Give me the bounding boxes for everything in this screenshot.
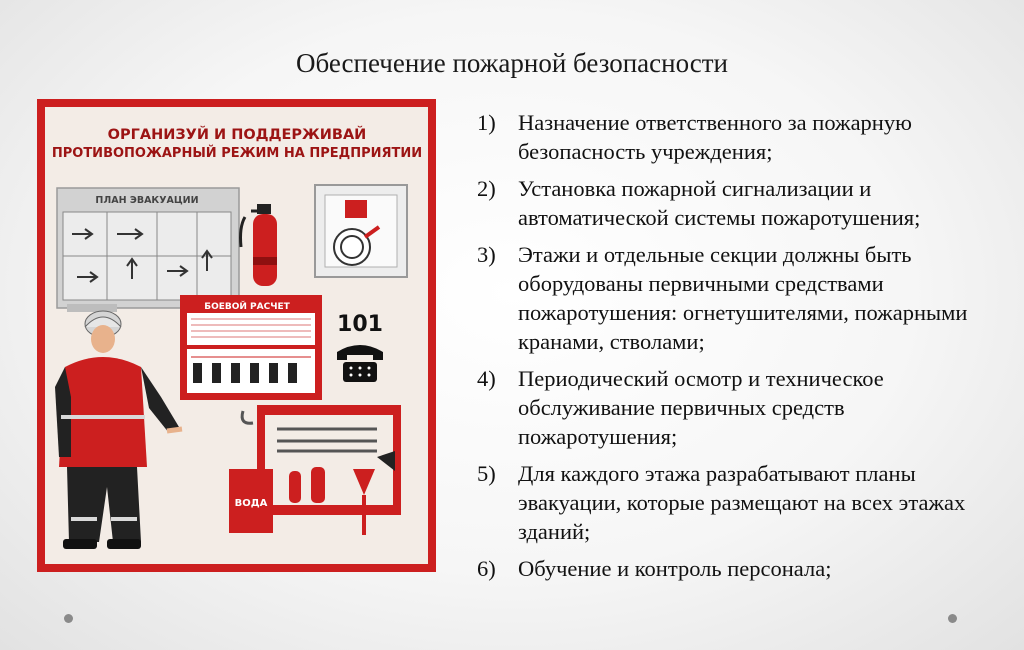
list-item-text: Периодический осмотр и техническое обслу…: [518, 366, 884, 449]
fire-safety-poster: ОРГАНИЗУЙ И ПОДДЕРЖИВАЙ ПРОТИВОПОЖАРНЫЙ …: [37, 99, 436, 572]
list-item: 1) Назначение ответственного за пожарную …: [477, 108, 997, 166]
fireman-illustration: [55, 310, 183, 549]
list-item: 4) Периодический осмотр и техническое обс…: [477, 364, 997, 451]
boevoy-raschet-board: БОЕВОЙ РАСЧЕТ: [180, 295, 322, 400]
water-box-illustration: ВОДА: [229, 469, 273, 533]
list-item-number: 1): [477, 110, 496, 135]
slide-title: Обеспечение пожарной безопасности: [295, 48, 728, 78]
list-item-text: Этажи и отдельные секции должны быть обо…: [518, 242, 968, 354]
list-item-text: Назначение ответственного за пожарную бе…: [518, 110, 912, 164]
list-item-number: 3): [477, 242, 496, 267]
emergency-number: 101: [337, 312, 383, 337]
list-item-text: Установка пожарной сигнализации и автома…: [518, 176, 921, 230]
list-item: 2) Установка пожарной сигнализации и авто…: [477, 174, 997, 232]
fire-alarm-box-illustration: [314, 184, 408, 278]
fire-shield-illustration: [240, 405, 401, 535]
list-item: 3) Этажи и отдельные секции должны быть о…: [477, 240, 997, 356]
extinguisher-icon: [239, 204, 277, 286]
boevoy-label: БОЕВОЙ РАСЧЕТ: [204, 300, 290, 312]
list-item-number: 4): [477, 366, 496, 391]
list-item-number: 6): [477, 556, 496, 581]
list-item-text: Для каждого этажа разрабатывают планы эв…: [518, 461, 966, 544]
list-item-number: 5): [477, 461, 496, 486]
measures-list: 1) Назначение ответственного за пожарную …: [477, 108, 997, 591]
evacuation-plan-illustration: ПЛАН ЭВАКУАЦИИ: [56, 187, 240, 312]
list-item: 5) Для каждого этажа разрабатывают планы …: [477, 459, 997, 546]
corner-dot-left: [64, 614, 73, 623]
list-item: 6) Обучение и контроль персонала;: [477, 554, 997, 583]
water-label: ВОДА: [235, 498, 268, 509]
poster-heading-line1: ОРГАНИЗУЙ И ПОДДЕРЖИВАЙ: [108, 126, 367, 143]
list-item-number: 2): [477, 176, 496, 201]
telephone-icon: [337, 345, 383, 382]
plan-label: ПЛАН ЭВАКУАЦИИ: [95, 195, 198, 206]
corner-dot-right: [948, 614, 957, 623]
poster-heading-line2: ПРОТИВОПОЖАРНЫЙ РЕЖИМ НА ПРЕДПРИЯТИИ: [52, 145, 422, 161]
list-item-text: Обучение и контроль персонала;: [518, 556, 832, 581]
